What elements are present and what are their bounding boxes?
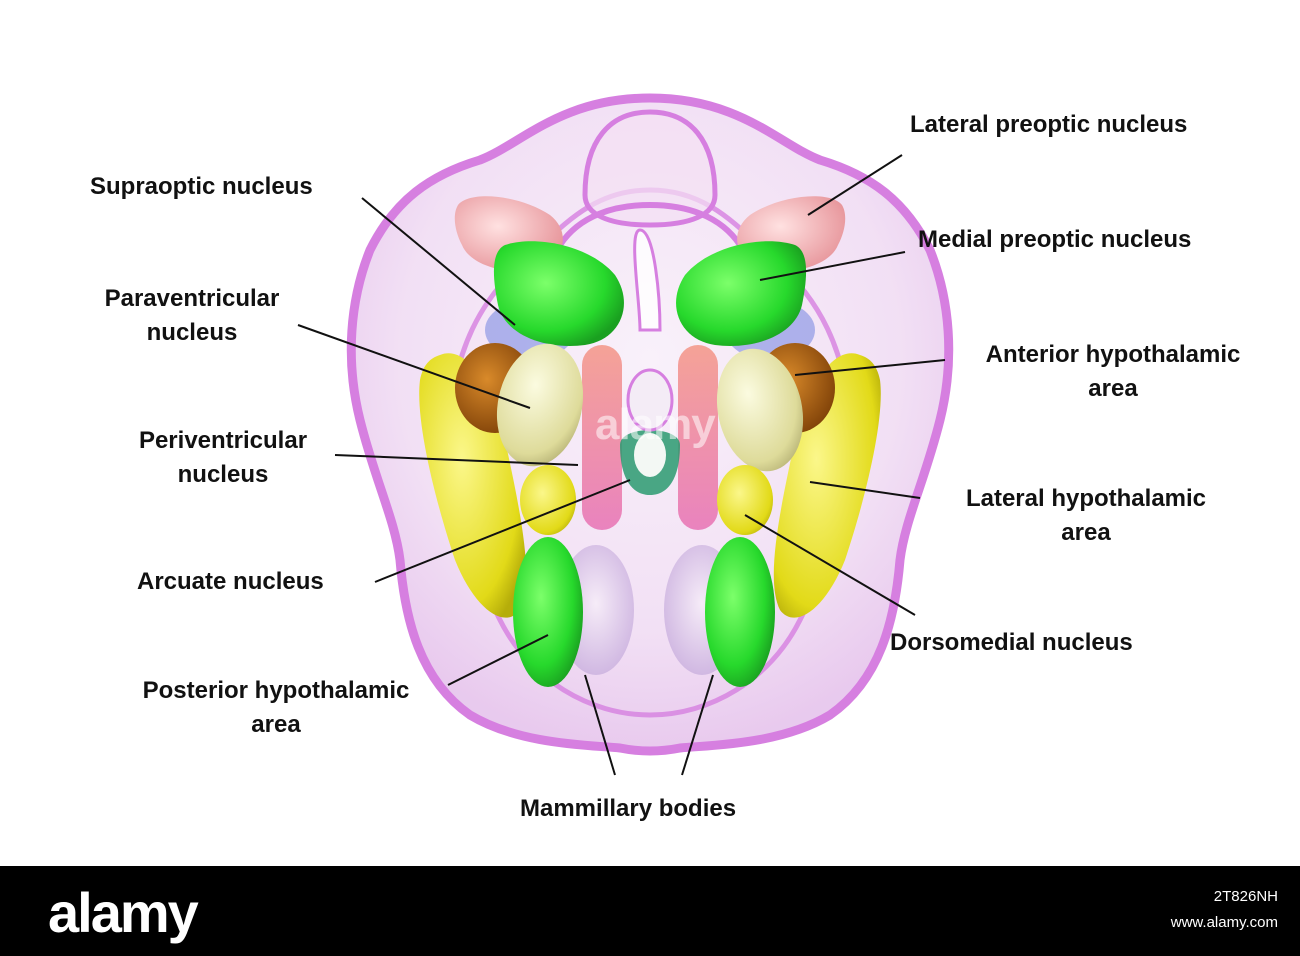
label-dorsomedial: Dorsomedial nucleus	[890, 626, 1133, 660]
dorsomedial-left	[520, 465, 576, 535]
leader-lateral-preoptic	[807, 154, 903, 216]
alamy-logo: alamy	[48, 881, 199, 944]
dorsomedial-right	[717, 465, 773, 535]
paraventricular-left	[496, 343, 584, 467]
footer-bar: alamy 2T826NH www.alamy.com	[0, 866, 1300, 956]
label-text: Lateral hypothalamic	[965, 485, 1207, 512]
label-text: Dorsomedial nucleus	[890, 629, 1133, 656]
arcuate-core	[634, 433, 666, 477]
paraventricular-right	[716, 348, 804, 472]
posterior-hypothalamic-left	[513, 537, 583, 687]
lateral-hypothalamic-left	[419, 353, 527, 618]
label-text: area	[251, 711, 301, 738]
leader-posterior-hypothalamic	[447, 634, 549, 686]
hypothalamus-illustration	[297, 93, 954, 776]
label-text: nucleus	[177, 461, 269, 488]
label-supraoptic: Supraoptic nucleus	[90, 170, 313, 204]
medial-preoptic-right	[676, 241, 807, 346]
medial-preoptic-left	[493, 241, 624, 346]
label-text: Lateral preoptic nucleus	[910, 111, 1188, 138]
site-url: www.alamy.com	[1170, 914, 1278, 931]
label-paraventricular: Paraventricular nucleus	[86, 282, 298, 350]
leader-supraoptic	[361, 197, 516, 326]
leader-lateral-hypothalamic	[809, 481, 921, 499]
label-arcuate: Arcuate nucleus	[137, 565, 324, 599]
label-periventricular: Periventricular nucleus	[120, 424, 326, 492]
illustration-area: alamy Lateral preoptic nucleus Supraopti…	[86, 93, 1268, 826]
label-text: Anterior hypothalamic	[985, 341, 1241, 368]
leader-medial-preoptic	[759, 251, 906, 281]
label-text: Medial preoptic nucleus	[918, 226, 1192, 253]
leader-mammillary-left	[584, 674, 616, 776]
midline-bulb	[626, 368, 674, 432]
image-id: 2T826NH	[1213, 888, 1278, 905]
label-lateral-hypothalamic: Lateral hypothalamic area	[940, 482, 1232, 550]
leader-mammillary-right	[681, 674, 714, 776]
label-text: area	[1061, 519, 1111, 546]
leader-anterior-hypothalamic	[794, 359, 946, 376]
label-text: Arcuate nucleus	[137, 568, 324, 595]
label-text: Posterior hypothalamic	[142, 677, 410, 704]
central-strip-right	[678, 345, 718, 530]
label-lateral-preoptic: Lateral preoptic nucleus	[910, 108, 1187, 142]
label-text: Supraoptic nucleus	[90, 173, 313, 200]
label-text: Mammillary bodies	[520, 795, 737, 822]
label-medial-preoptic: Medial preoptic nucleus	[918, 223, 1191, 257]
label-mammillary: Mammillary bodies	[520, 792, 736, 826]
leader-lines	[297, 154, 946, 776]
leader-periventricular	[334, 454, 579, 466]
label-text: Periventricular	[138, 427, 308, 454]
central-strip-left	[582, 345, 622, 530]
label-text: Paraventricular	[104, 285, 280, 312]
leader-arcuate	[374, 479, 631, 583]
leader-dorsomedial	[744, 514, 916, 616]
label-text: area	[1088, 375, 1138, 402]
image-info: 2T826NH www.alamy.com	[1171, 884, 1278, 936]
watermark-text: alamy	[595, 400, 716, 449]
label-posterior-hypothalamic: Posterior hypothalamic area	[114, 674, 438, 742]
top-dome	[582, 109, 718, 228]
midline-column	[633, 228, 662, 332]
posterior-hypothalamic-right	[705, 537, 775, 687]
label-anterior-hypothalamic: Anterior hypothalamic area	[958, 338, 1268, 406]
leader-paraventricular	[297, 324, 531, 409]
inner-capsule	[446, 187, 854, 718]
inner-ring	[557, 201, 743, 247]
label-text: nucleus	[146, 319, 238, 346]
